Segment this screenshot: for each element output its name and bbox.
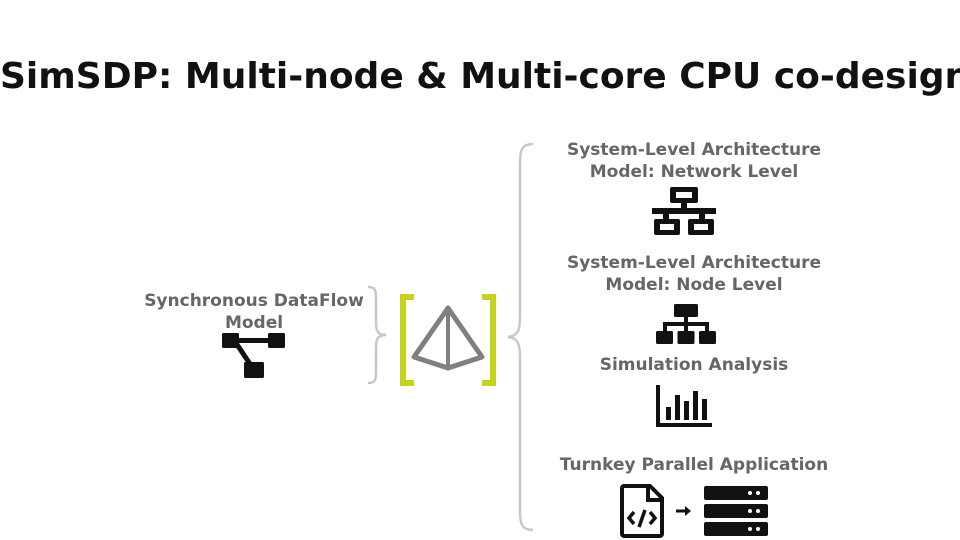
- server-icon: [704, 486, 768, 536]
- diagram-project-icon: [222, 333, 285, 378]
- large-brace: [507, 142, 534, 532]
- network-level-label-line2: Model: Network Level: [589, 162, 799, 182]
- network-level-label-line1: System-Level Architecture: [566, 140, 821, 160]
- file-code-icon: [620, 484, 664, 538]
- sdf-model-label-line2: Model: [224, 313, 284, 333]
- sdf-model-label-line1: Synchronous DataFlow: [144, 291, 364, 311]
- node-level-label-line2: Model: Node Level: [605, 275, 783, 295]
- small-brace: [367, 285, 387, 385]
- slide-title: SimSDP: Multi-node & Multi-core CPU co-d…: [0, 56, 960, 97]
- network-level-label: System-Level Architecture Model: Network…: [554, 139, 834, 183]
- sdf-model-label: Synchronous DataFlow Model: [140, 290, 368, 334]
- preesm-logo: [400, 294, 496, 386]
- node-level-label-line1: System-Level Architecture: [566, 253, 821, 273]
- network-wired-icon: [652, 187, 716, 235]
- sitemap-icon: [656, 304, 716, 344]
- simulation-analysis-label: Simulation Analysis: [599, 355, 789, 375]
- node-level-label: System-Level Architecture Model: Node Le…: [554, 252, 834, 296]
- arrow-right-icon: [676, 506, 691, 516]
- turnkey-application-label: Turnkey Parallel Application: [559, 455, 829, 475]
- chart-simple-icon: [656, 385, 712, 427]
